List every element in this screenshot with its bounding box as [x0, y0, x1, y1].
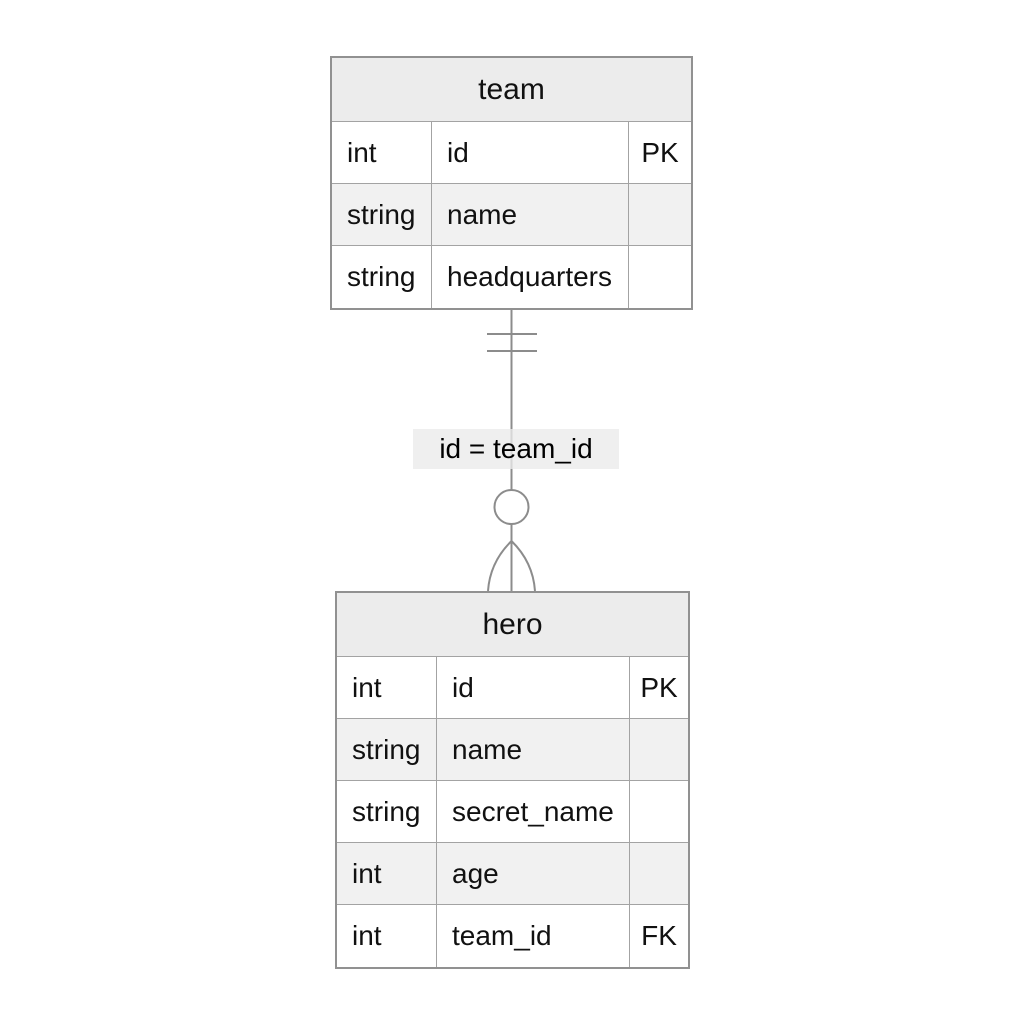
crow-foot-icon	[487, 524, 536, 592]
attribute-type-cell: int	[337, 843, 437, 904]
cardinality-zero-icon	[493, 489, 530, 525]
attribute-type-cell: string	[337, 719, 437, 780]
table-row: int id PK	[332, 122, 691, 184]
attribute-key-cell: FK	[641, 920, 677, 951]
attribute-name-cell: name	[437, 719, 630, 780]
attribute-type-cell: string	[332, 184, 432, 245]
attribute-type-cell: string	[337, 781, 437, 842]
cardinality-one-icon	[487, 333, 537, 352]
table-row: string headquarters	[332, 246, 691, 308]
entity-hero: hero int id PK string name string secret…	[335, 591, 690, 969]
attribute-name-cell: team_id	[437, 905, 630, 967]
table-row: int id PK	[337, 657, 688, 719]
attribute-type-cell: int	[332, 122, 432, 183]
entity-team: team int id PK string name string headqu…	[330, 56, 693, 310]
entity-title: hero	[337, 593, 688, 657]
attribute-key-cell	[630, 719, 688, 780]
entity-title: team	[332, 58, 691, 122]
attribute-name-cell: secret_name	[437, 781, 630, 842]
relationship-label: id = team_id	[413, 429, 619, 469]
attribute-key-cell: PK	[640, 671, 678, 703]
table-row: int team_id FK	[337, 905, 688, 967]
table-row: string secret_name	[337, 781, 688, 843]
attribute-key-cell	[629, 246, 691, 308]
table-row: string name	[337, 719, 688, 781]
table-row: int age	[337, 843, 688, 905]
attribute-name-cell: headquarters	[432, 246, 629, 308]
attribute-key-cell: PK	[641, 136, 679, 168]
attribute-name-cell: name	[432, 184, 629, 245]
attribute-type-cell: int	[337, 657, 437, 718]
attribute-type-cell: string	[332, 246, 432, 308]
attribute-name-cell: age	[437, 843, 630, 904]
attribute-key-cell	[630, 843, 688, 904]
table-row: string name	[332, 184, 691, 246]
attribute-name-cell: id	[432, 122, 629, 183]
attribute-key-cell	[629, 184, 691, 245]
attribute-name-cell: id	[437, 657, 630, 718]
attribute-key-cell	[630, 781, 688, 842]
attribute-type-cell: int	[337, 905, 437, 967]
